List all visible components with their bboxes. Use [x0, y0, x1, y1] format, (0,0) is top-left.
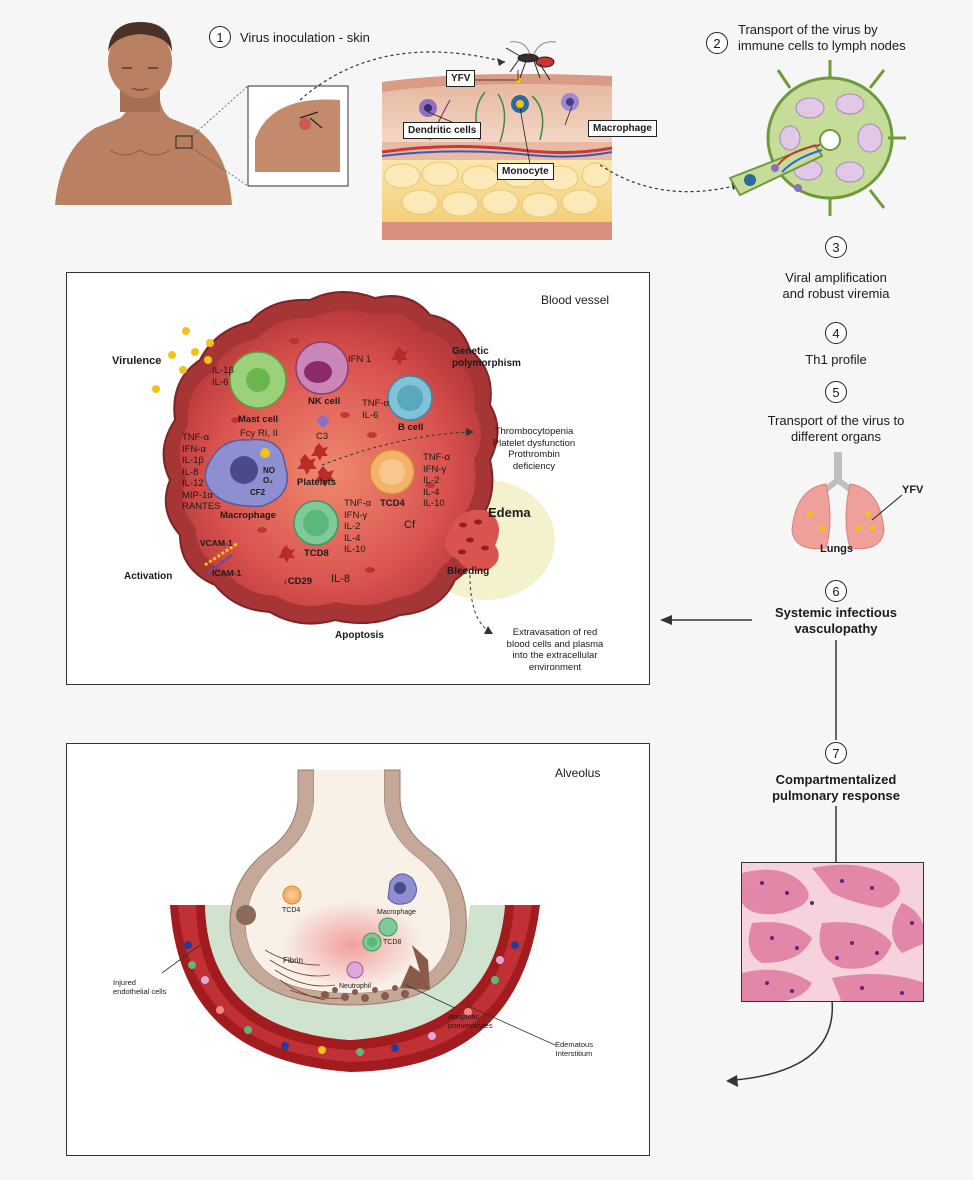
alv-edematous-line2: Interstitium [556, 1049, 593, 1058]
alv-edematous-label: Edematous Interstitium [555, 1040, 593, 1058]
alv-apoptotic-line2: pneumocytes [448, 1021, 493, 1030]
alv-macrophage-label: Macrophage [377, 909, 416, 916]
alv-injured-line1: Injured [113, 978, 136, 987]
alv-apoptotic-line1: Apoptotic [448, 1012, 479, 1021]
alv-tcd4-label: TCD4 [282, 907, 300, 914]
alv-apoptotic-label: Apoptotic pneumocytes [448, 1012, 493, 1030]
alv-fibrin-label: Fibrin [283, 956, 303, 965]
alv-injured-label: Injured endothelial cells [113, 978, 166, 996]
alv-neutrophil-label: Neutrophil [339, 983, 371, 990]
alv-tcd8-label: TCD8 [383, 939, 401, 946]
alv-injured-line2: endothelial cells [113, 987, 166, 996]
alv-edematous-line1: Edematous [555, 1040, 593, 1049]
